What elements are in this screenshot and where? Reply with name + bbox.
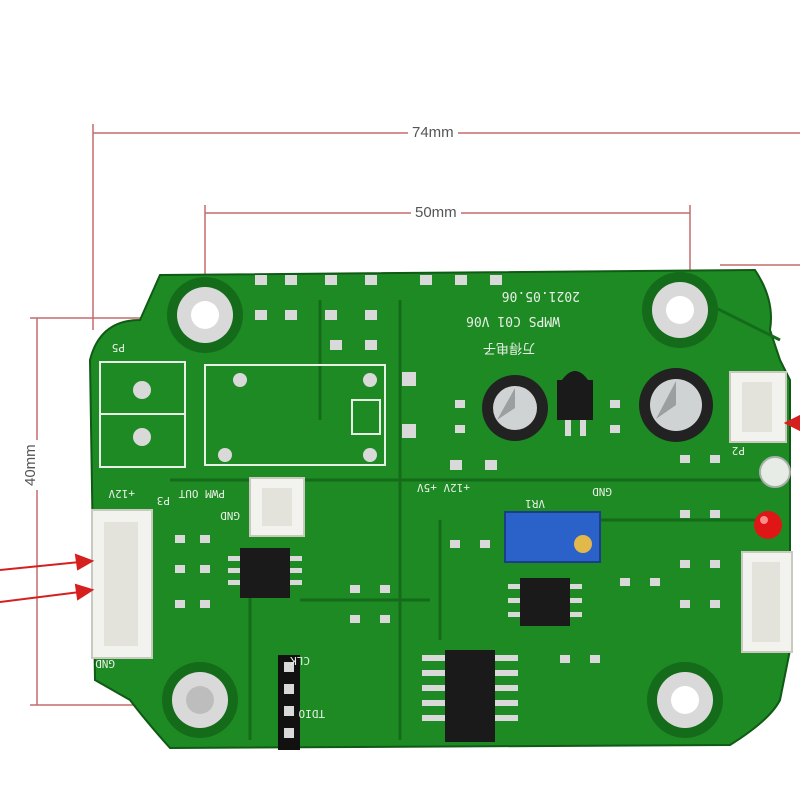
annotation-arrows <box>0 414 800 603</box>
silk-pwm-out: PWM OUT <box>178 487 225 500</box>
mount-hole-bottom-right <box>647 662 723 738</box>
capacitor-left <box>482 375 548 441</box>
relay-outline <box>204 364 386 466</box>
smd-components <box>175 400 720 663</box>
silk-clk: CLK <box>290 654 310 667</box>
pin-header <box>278 655 300 750</box>
pcb-outline <box>88 268 791 750</box>
silk-gnd-right: GND <box>592 485 612 498</box>
led-clear <box>759 456 791 488</box>
mount-hole-top-right <box>642 272 718 348</box>
silk-vr1: VR1 <box>525 497 545 510</box>
silk-power-line: +12V +5V <box>417 481 470 494</box>
connector-left <box>91 509 153 659</box>
ic-chips <box>228 548 582 742</box>
connector-right-top <box>729 371 787 443</box>
connector-pwm <box>249 477 305 537</box>
silkscreen-text: 2021.05.06 WMPS C01 V06 万得电子 +12V +12V +… <box>95 288 745 720</box>
led-red <box>754 511 782 539</box>
silk-p5: P5 <box>112 341 125 354</box>
connector-right-bottom <box>741 551 793 653</box>
silk-date: 2021.05.06 <box>502 288 580 303</box>
silk-brand: 万得电子 <box>483 340 535 356</box>
mounting-holes <box>162 272 723 738</box>
smd-pads-top <box>255 275 502 470</box>
silk-gnd-mid: GND <box>220 509 240 522</box>
trimpot <box>504 511 601 563</box>
dimension-label-40mm: 40mm <box>22 440 40 490</box>
silk-p2: P2 <box>732 444 745 457</box>
silk-tdio: TDIO <box>299 707 326 720</box>
mount-hole-top-left <box>167 277 243 353</box>
silk-p3: P3 <box>157 494 170 507</box>
mount-hole-bottom-left <box>162 662 238 738</box>
screw-terminal-block <box>99 361 186 468</box>
silk-plus12v: +12V <box>108 487 135 500</box>
dimension-label-50mm: 50mm <box>411 204 461 222</box>
silk-model: WMPS C01 V06 <box>466 313 560 328</box>
capacitor-right <box>639 368 713 442</box>
dimension-label-74mm: 74mm <box>408 124 458 142</box>
silk-gnd-left: GND <box>95 657 115 670</box>
voltage-regulator <box>557 371 593 436</box>
